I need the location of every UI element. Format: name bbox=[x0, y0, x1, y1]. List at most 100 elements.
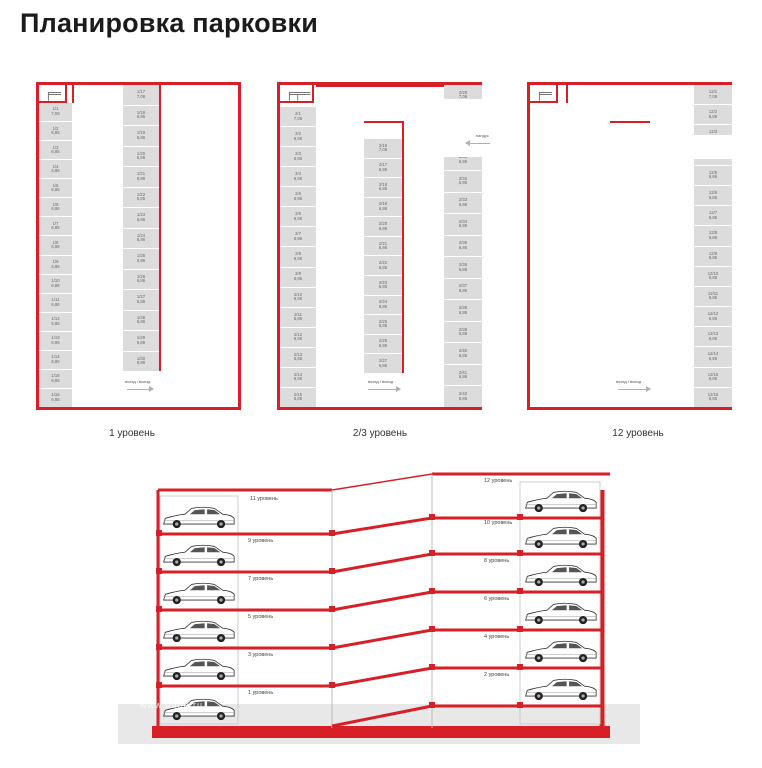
slot-number: 1/20 bbox=[136, 150, 146, 156]
slot-area: 6,86 bbox=[458, 244, 468, 250]
slot-area: 6,86 bbox=[708, 295, 718, 301]
slot-number: 1/23 bbox=[136, 212, 146, 218]
car-icon bbox=[525, 564, 597, 587]
slot-number: 2/1 bbox=[295, 110, 301, 116]
slot-number: 12/3 bbox=[708, 129, 718, 135]
slot-area: 6,86 bbox=[293, 215, 303, 221]
slot-area: 6,86 bbox=[51, 187, 60, 193]
column-head bbox=[329, 568, 335, 574]
slot-number: 2/36 bbox=[458, 261, 468, 267]
car-icon bbox=[163, 506, 235, 529]
column-head bbox=[517, 514, 523, 520]
slot-number: 12/16 bbox=[707, 391, 719, 397]
slot-area: 7,06 bbox=[293, 115, 303, 121]
slot-area: 6,86 bbox=[708, 356, 718, 362]
slot-number: 12/6 bbox=[708, 189, 718, 195]
slot-area: 6,86 bbox=[708, 335, 718, 341]
level-label: 7 уровень bbox=[248, 576, 274, 582]
slot-area: 6,86 bbox=[293, 155, 303, 161]
caption-level-2-3: 2/3 уровень bbox=[352, 428, 408, 439]
slot-area: 6,86 bbox=[51, 149, 60, 155]
column-head bbox=[329, 606, 335, 612]
slot-number: 12/13 bbox=[707, 331, 719, 337]
slot-area: 6,86 bbox=[51, 282, 60, 288]
slot-number: 1/29 bbox=[136, 335, 146, 341]
slot-number: 2/7 bbox=[295, 231, 301, 237]
slot-number: 12/1 bbox=[708, 89, 718, 94]
slot-number: 2/18 bbox=[378, 181, 388, 187]
slot-area: 6,86 bbox=[708, 376, 718, 382]
slot-area: 6,86 bbox=[136, 360, 146, 366]
inner-wall bbox=[566, 85, 568, 103]
slot-number: 12/12 bbox=[707, 311, 719, 317]
inner-wall-left bbox=[72, 85, 74, 103]
slot-area: 6,86 bbox=[378, 362, 388, 368]
level-label: 12 уровень bbox=[484, 478, 513, 484]
column-head bbox=[429, 514, 435, 520]
ramp-2 bbox=[331, 552, 433, 574]
ramp-4 bbox=[331, 628, 433, 650]
slot-number: 2/10 bbox=[293, 291, 303, 297]
slot-number: 2/12 bbox=[293, 331, 303, 337]
slot-number: 2/40 bbox=[458, 348, 468, 354]
slot-area: 6,86 bbox=[378, 245, 388, 251]
slot-area: 6,86 bbox=[293, 376, 303, 382]
slot-number: 2/27 bbox=[378, 358, 388, 364]
column-head bbox=[429, 626, 435, 632]
slot-area: 6,86 bbox=[458, 395, 468, 401]
slot-number: 1/22 bbox=[136, 191, 146, 197]
slot-area: 6,86 bbox=[136, 237, 146, 243]
slot-area: 6,86 bbox=[51, 206, 60, 212]
slot-area: 6,86 bbox=[51, 396, 60, 402]
slot-area: 6,86 bbox=[708, 396, 718, 402]
slot-area: 7,06 bbox=[51, 111, 60, 117]
slot-area: 7,06 bbox=[458, 94, 468, 100]
slot-number: 1/4 bbox=[52, 163, 59, 169]
slot-number: 2/41 bbox=[458, 369, 468, 375]
slot-area: 6,86 bbox=[136, 114, 146, 120]
slot-number: 2/35 bbox=[458, 240, 468, 246]
slot-number: 2/38 bbox=[458, 304, 468, 310]
slot-area: 6,86 bbox=[51, 244, 60, 250]
slot-number: 2/20 bbox=[378, 221, 388, 226]
ramp-3 bbox=[331, 590, 433, 612]
slot-area: 6,86 bbox=[136, 134, 146, 140]
slot-area: 6,86 bbox=[458, 201, 468, 207]
slot-area: 6,86 bbox=[51, 320, 60, 326]
slot-number: 1/1 bbox=[52, 106, 59, 112]
column-head bbox=[329, 644, 335, 650]
car-icon bbox=[163, 582, 235, 605]
column-head bbox=[156, 568, 162, 574]
slot-number: 2/24 bbox=[378, 299, 388, 305]
slot-number: 1/2 bbox=[52, 125, 59, 131]
car-icon bbox=[525, 678, 597, 701]
slot-number: 1/9 bbox=[52, 258, 59, 264]
slot-number: 2/13 bbox=[293, 351, 303, 357]
